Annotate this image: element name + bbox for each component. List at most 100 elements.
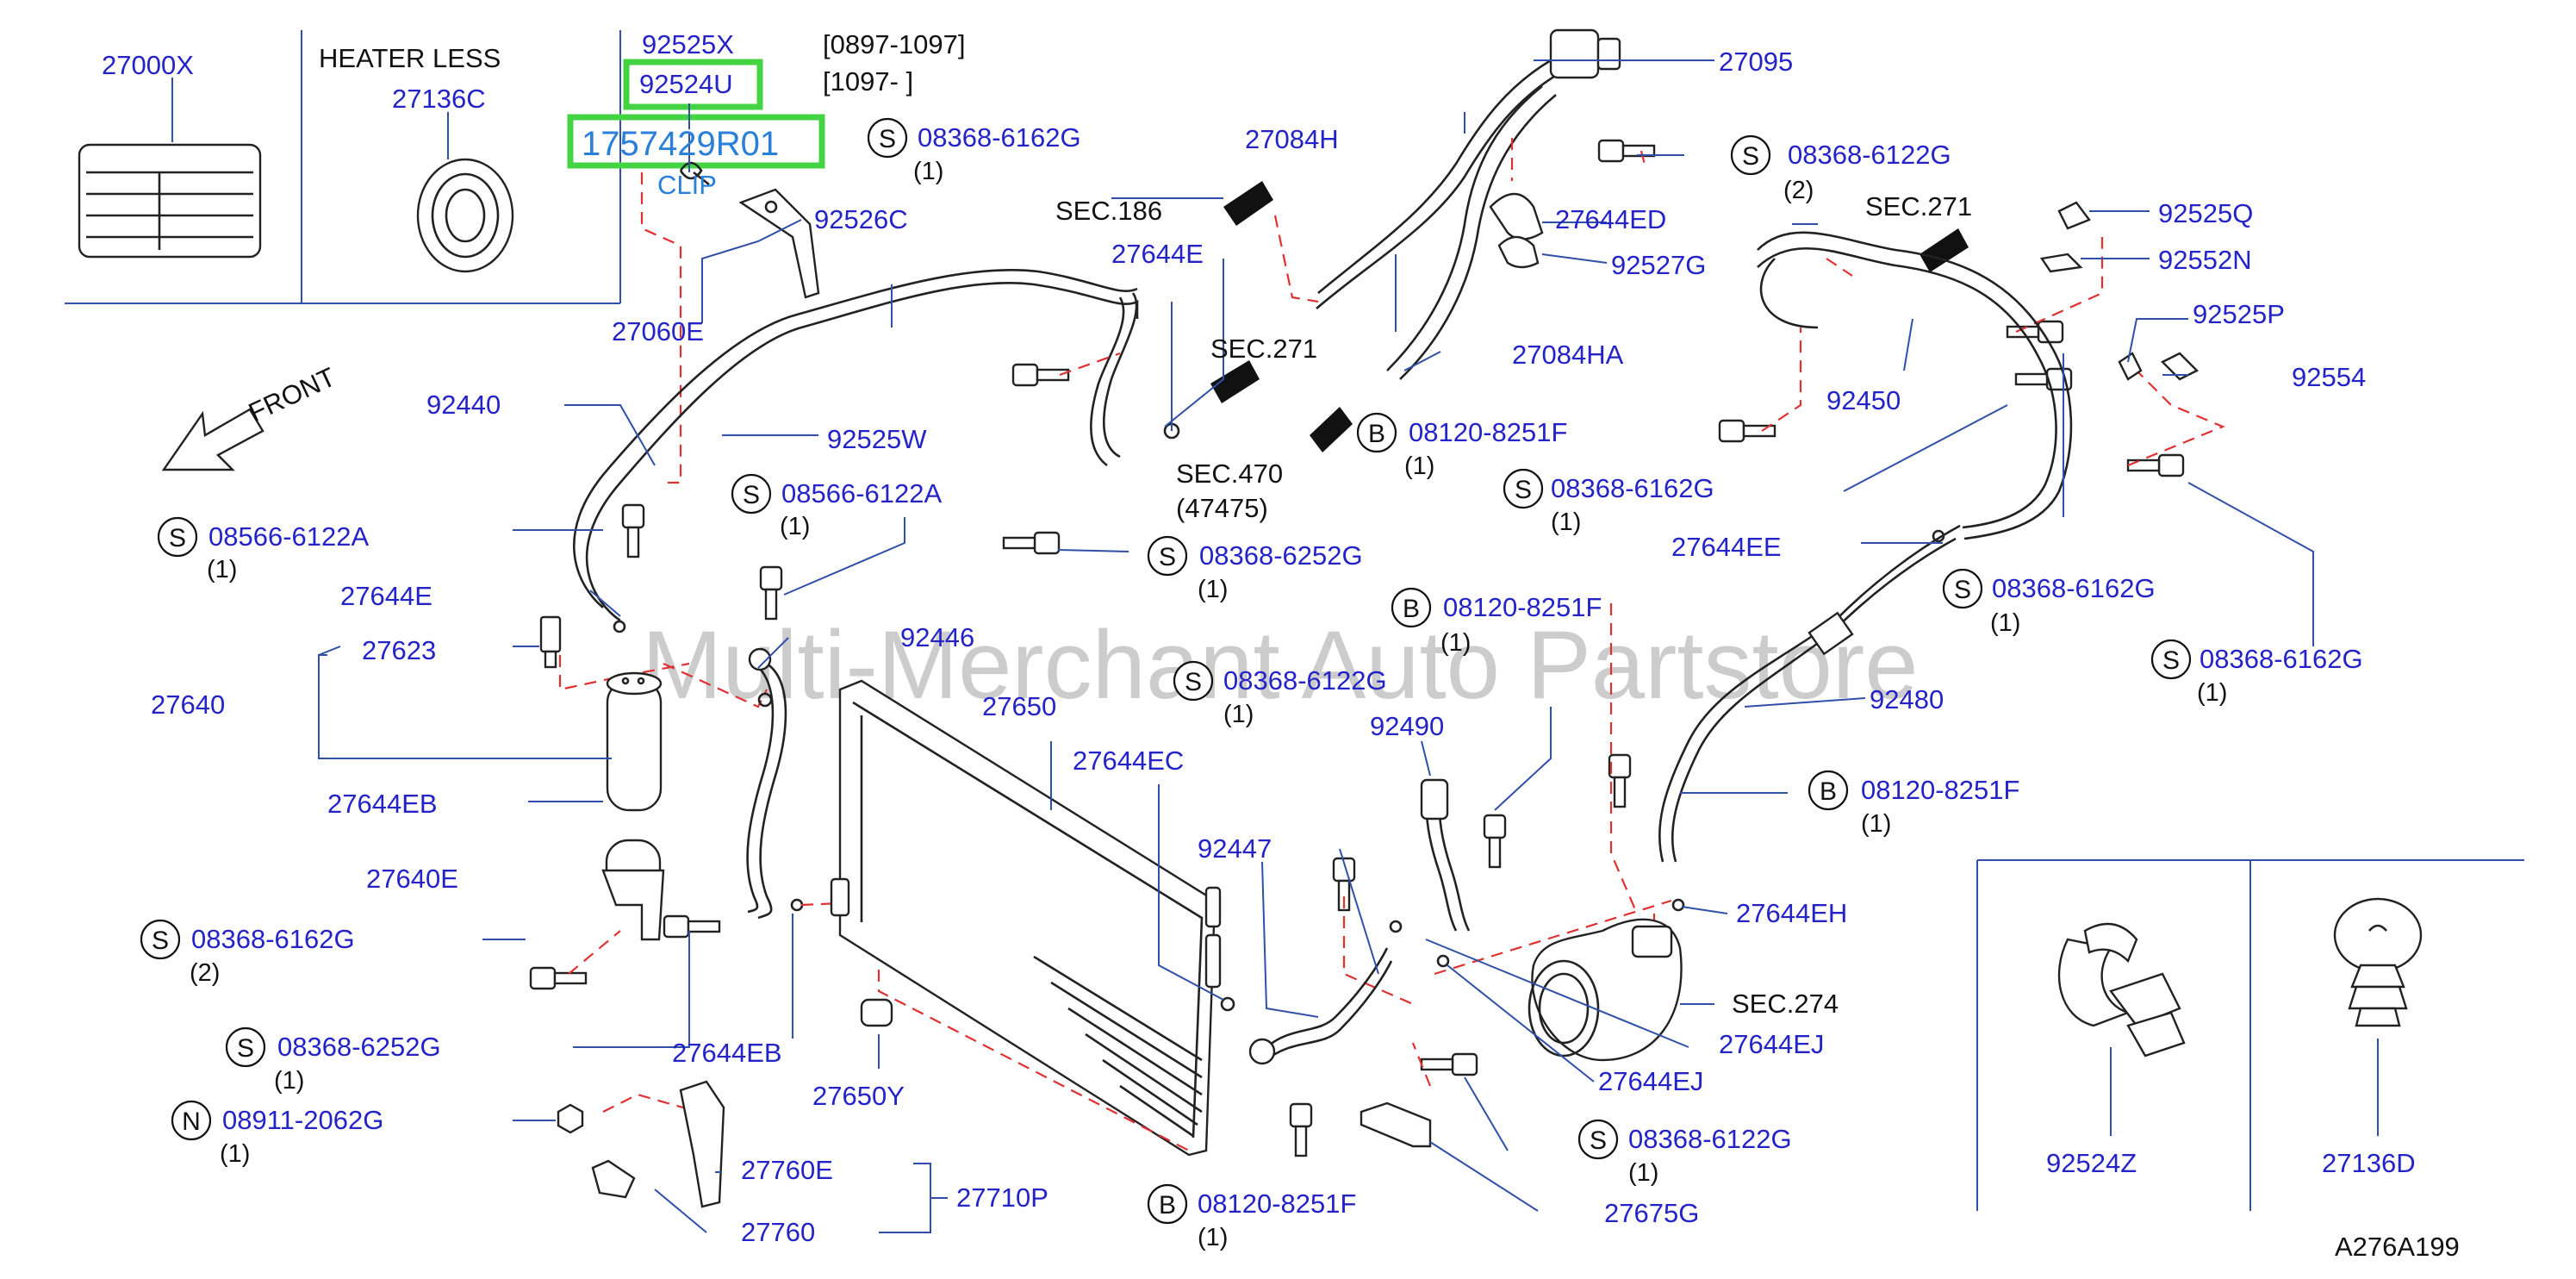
fastener-qty: (1) (1990, 609, 2020, 637)
part-label[interactable]: 27136D (2322, 1148, 2416, 1178)
part-label[interactable]: 27644ED (1555, 204, 1666, 234)
fastener-prefix: S (1742, 142, 1759, 171)
part-label[interactable]: 92526C (814, 204, 908, 234)
fastener-code: 08120-8251F (1861, 775, 2019, 805)
arrow-sec271-b (1920, 228, 1969, 272)
part-label[interactable]: 92554 (2292, 362, 2366, 392)
fastener-callout[interactable]: S 08368-6162G (1) (1503, 468, 1714, 536)
fastener-prefix: B (1820, 777, 1837, 806)
part-label[interactable]: 27084H (1245, 124, 1339, 154)
part-label[interactable]: 27084HA (1512, 340, 1624, 370)
part-label[interactable]: 27650Y (812, 1081, 905, 1111)
part-label[interactable]: 27136C (392, 84, 486, 114)
part-label[interactable]: 92525W (827, 424, 927, 454)
part-label[interactable]: 92446 (900, 622, 974, 652)
fastener-callout[interactable]: B 08120-8251F (1) (1808, 770, 2019, 838)
bracket-92526c (738, 188, 820, 299)
part-label[interactable]: 27644EB (327, 789, 438, 819)
fastener-callout[interactable]: S 08368-6122G (1) (1577, 1119, 1792, 1187)
part-label[interactable]: 92450 (1826, 385, 1901, 415)
part-label[interactable]: 27644EJ (1598, 1066, 1703, 1096)
section-label: (47475) (1176, 493, 1268, 523)
pressure-switch-27623 (539, 615, 562, 669)
part-label[interactable]: 92525Q (2158, 198, 2253, 228)
fastener-prefix: S (879, 125, 896, 153)
fastener-callout[interactable]: S 08368-6162G (2) (140, 919, 355, 987)
pipe-92440 (573, 268, 1139, 622)
fastener-callout[interactable]: S 08566-6122A (1) (157, 516, 369, 583)
part-label[interactable]: 92525X (642, 29, 734, 59)
fastener-qty: (1) (220, 1140, 250, 1168)
fastener-qty: (1) (1628, 1159, 1658, 1187)
part-label[interactable]: 92552N (2158, 245, 2252, 275)
part-label[interactable]: 27640 (151, 689, 225, 720)
arrow-sec186 (1223, 181, 1273, 226)
fastener-callout[interactable]: S 08368-6162G (1) (867, 117, 1081, 185)
valve-27095 (1549, 28, 1621, 79)
compressor-sec274 (1528, 918, 1683, 1062)
oring-27644ej-b (1436, 954, 1450, 968)
part-label[interactable]: 27644EE (1671, 532, 1782, 562)
part-label-highlighted[interactable]: 1757429R01 (582, 125, 779, 163)
fastener-callout[interactable]: B 08120-8251F (1) (1147, 1183, 1356, 1251)
part-label[interactable]: 27675G (1604, 1198, 1699, 1228)
fastener-callout[interactable]: S 08368-6252G (1) (225, 1026, 441, 1095)
fastener-callout[interactable]: B 08120-8251F (1) (1356, 412, 1567, 480)
section-label[interactable]: SEC.271 (1865, 191, 1972, 221)
part-label[interactable]: 27060E (612, 316, 704, 346)
fastener-callout[interactable]: B 08120-8251F (1) (1391, 587, 1602, 657)
part-label[interactable]: 27760 (741, 1217, 815, 1247)
section-label[interactable]: SEC.470 (1176, 459, 1283, 489)
part-label[interactable]: 27644E (340, 581, 432, 611)
part-label[interactable]: 27640E (366, 864, 458, 894)
clamp-92527g (1489, 192, 1544, 269)
part-label[interactable]: 92527G (1611, 250, 1706, 280)
fastener-qty: (2) (190, 959, 220, 987)
part-label[interactable]: 92524Z (2046, 1148, 2137, 1178)
fastener-callout[interactable]: N 08911-2062G (1) (171, 1100, 383, 1168)
part-label[interactable]: 92440 (426, 390, 501, 420)
clip-27136d (2333, 897, 2423, 1027)
front-label: FRONT (244, 361, 340, 427)
arrow-sec470 (1310, 407, 1353, 452)
part-label[interactable]: 27644EC (1073, 746, 1184, 776)
clip-icon (679, 161, 710, 186)
oring-27644ej (1389, 920, 1403, 933)
fastener-callout[interactable]: S 08368-6252G (1) (1147, 535, 1363, 603)
part-label[interactable]: 92447 (1198, 833, 1272, 864)
part-label[interactable]: 27644E (1111, 239, 1204, 269)
fastener-qty: (2) (1783, 177, 1814, 204)
part-label[interactable]: 27623 (362, 635, 436, 665)
part-label-highlighted[interactable]: 92524U (639, 69, 733, 99)
part-label[interactable]: 92480 (1870, 684, 1944, 714)
fastener-callout[interactable]: S 08368-6162G (1) (2150, 639, 2363, 707)
fastener-qty: (1) (780, 513, 810, 540)
part-label[interactable]: 27095 (1719, 47, 1793, 77)
part-label[interactable]: 27644EB (672, 1038, 782, 1068)
hose-92480 (1658, 524, 1961, 863)
part-label[interactable]: 27644EH (1736, 898, 1847, 928)
section-label[interactable]: SEC.186 (1055, 196, 1162, 226)
pipe-92447 (1248, 947, 1393, 1065)
fastener-callout[interactable]: S 08368-6162G (1) (1942, 568, 2156, 637)
fastener-callout[interactable]: S 08368-6122G (2) (1730, 134, 1951, 204)
part-label[interactable]: 92525P (2193, 299, 2285, 329)
fastener-prefix: B (1368, 420, 1385, 448)
fastener-callout[interactable]: S 08566-6122A (1) (731, 473, 942, 540)
fastener-qty: (1) (274, 1067, 304, 1095)
part-label[interactable]: 92490 (1370, 711, 1444, 741)
part-label[interactable]: 27760E (741, 1155, 833, 1185)
part-label[interactable]: 27644EJ (1719, 1029, 1824, 1059)
clip-92552n (2039, 253, 2083, 273)
fastener-qty: (1) (1404, 452, 1434, 480)
highlight-92524u[interactable] (623, 59, 763, 110)
fastener-code: 08368-6162G (918, 122, 1081, 153)
part-label[interactable]: 27710P (956, 1182, 1048, 1213)
section-label[interactable]: SEC.274 (1732, 989, 1839, 1019)
fastener-callout[interactable]: S 08368-6122G (1) (1173, 660, 1387, 728)
part-label[interactable]: 27000X (102, 50, 194, 80)
part-label[interactable]: 27650 (982, 691, 1056, 721)
label-plate-27000x (78, 143, 262, 259)
section-label[interactable]: SEC.271 (1210, 334, 1317, 364)
